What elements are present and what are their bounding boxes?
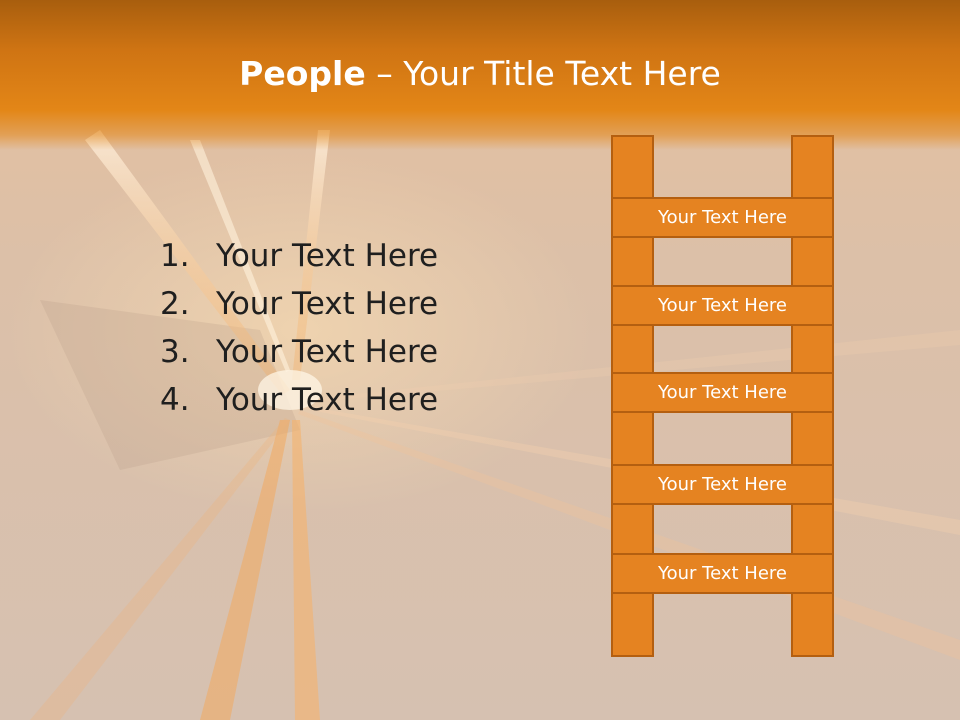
- list-item: 3. Your Text Here: [160, 328, 438, 376]
- list-text: Your Text Here: [216, 334, 439, 370]
- list-text: Your Text Here: [216, 238, 439, 274]
- list-item: 1. Your Text Here: [160, 232, 438, 280]
- list-text: Your Text Here: [216, 382, 439, 418]
- title-bold-word: People: [239, 54, 366, 93]
- list-number: 1.: [160, 238, 190, 274]
- slide-title[interactable]: People – Your Title Text Here: [0, 52, 960, 96]
- title-rest: – Your Title Text Here: [365, 54, 721, 93]
- list-number: 4.: [160, 382, 190, 418]
- list-item: 4. Your Text Here: [160, 376, 438, 424]
- list-number: 3.: [160, 334, 190, 370]
- title-bar: [0, 0, 960, 150]
- numbered-list[interactable]: 1. Your Text Here 2. Your Text Here 3. Your…: [160, 232, 438, 424]
- list-item: 2. Your Text Here: [160, 280, 438, 328]
- list-text: Your Text Here: [216, 286, 439, 322]
- list-number: 2.: [160, 286, 190, 322]
